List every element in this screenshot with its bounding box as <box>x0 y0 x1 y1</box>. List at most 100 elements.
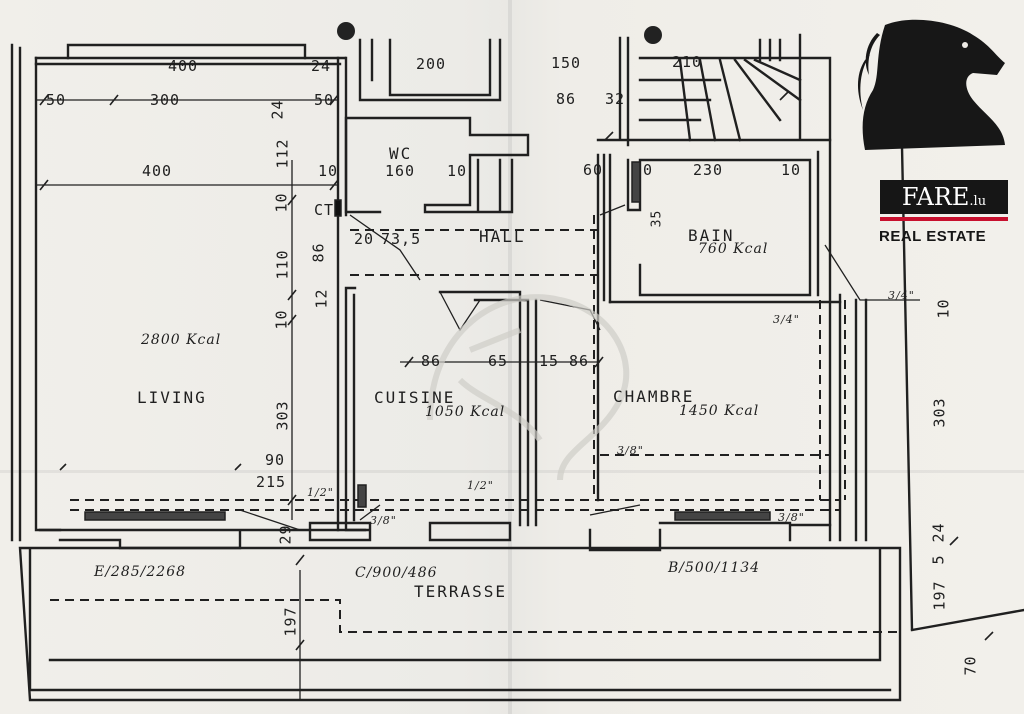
paper-fold-horizontal <box>0 470 1024 473</box>
pipe-line-4 <box>239 504 641 531</box>
window-code-living: E/285/2268 <box>94 564 187 580</box>
outer-wall-left <box>10 43 22 542</box>
window-top-living <box>66 43 307 60</box>
radiator-cuisine <box>357 484 367 508</box>
room-label-wc: WC <box>389 144 413 163</box>
dim-160: 160 <box>385 162 416 180</box>
dim-86-top: 86 <box>556 90 577 108</box>
paper-fold-vertical <box>508 0 512 714</box>
pipe-size-4: 3/8" <box>617 444 644 457</box>
pipe-size-2: 1/2" <box>467 479 494 492</box>
dim-200: 200 <box>416 55 447 73</box>
brand-name-box: FARE.lu <box>880 180 1008 214</box>
punch-hole-left <box>337 22 355 40</box>
room-label-chambre: CHAMBRE <box>613 387 695 406</box>
dim-line-horizontal-living <box>36 99 338 186</box>
dim-90: 90 <box>265 451 286 469</box>
dim-300: 300 <box>150 91 181 109</box>
dim-112: 112 <box>273 138 292 169</box>
wall-wc <box>344 116 530 214</box>
room-label-cuisine: CUISINE <box>374 388 456 407</box>
radiator-ct <box>334 199 342 217</box>
window-code-cuisine: C/900/486 <box>355 565 438 581</box>
pipe-size-6: 3/4" <box>773 313 800 326</box>
dim-400-living: 400 <box>142 162 173 180</box>
dashed-line-right <box>819 300 846 500</box>
dim-303-right: 303 <box>930 397 949 428</box>
dim-110: 110 <box>273 249 292 280</box>
pipe-line-2 <box>539 204 626 331</box>
dashed-line-bottom <box>70 499 840 511</box>
dim-86-chambre: 86 <box>569 352 590 370</box>
dashed-line-hall <box>350 229 600 276</box>
dim-86-vertical: 86 <box>309 242 328 263</box>
radiator-chambre <box>674 511 771 521</box>
wall-stairs <box>596 33 832 502</box>
dim-20: 20 <box>354 230 375 248</box>
dim-24-top: 24 <box>311 57 332 75</box>
dim-50-left: 50 <box>46 91 67 109</box>
brand-name: FARE <box>901 183 970 211</box>
dim-12: 12 <box>312 288 331 309</box>
dashed-line-chambre <box>593 215 830 500</box>
heating-living: 2800 Kcal <box>141 332 222 348</box>
wall-living-left <box>34 56 62 532</box>
dim-10-wc-right: 10 <box>447 162 468 180</box>
room-label-terrasse: TERRASSE <box>414 582 508 601</box>
pipe-size-3: 3/8" <box>370 514 397 527</box>
punch-hole-right <box>644 26 662 44</box>
dim-215: 215 <box>256 473 287 491</box>
dim-0: 0 <box>643 161 654 179</box>
dim-70: 70 <box>961 655 980 676</box>
dim-24-right: 24 <box>929 522 948 543</box>
dim-35: 35 <box>649 209 665 228</box>
dim-10-vertical-2: 10 <box>272 309 291 330</box>
outer-wall-top <box>34 56 347 66</box>
dim-10-right: 10 <box>934 298 953 319</box>
room-label-living: LIVING <box>137 388 207 407</box>
pipe-line-3 <box>824 244 920 301</box>
dim-197-left: 197 <box>281 606 300 637</box>
dim-60: 60 <box>583 161 604 179</box>
terrace-outline <box>18 546 902 702</box>
dashed-line-terrace <box>50 599 900 633</box>
watermark-horse <box>427 294 630 481</box>
dim-400-top: 400 <box>168 57 199 75</box>
wall-bottom <box>38 521 832 552</box>
dim-10-wc-left: 10 <box>318 162 339 180</box>
brand-tagline: REAL ESTATE <box>879 228 987 245</box>
stair-steps <box>638 38 802 142</box>
dim-73-5: 73,5 <box>381 230 422 248</box>
dim-210: 210 <box>672 53 703 71</box>
dim-197-right: 197 <box>930 580 949 611</box>
room-label-bain: BAIN <box>688 226 735 245</box>
dim-65: 65 <box>488 352 509 370</box>
wall-upper-top <box>358 38 502 102</box>
dim-230: 230 <box>693 161 724 179</box>
brand-accent-line <box>880 217 1008 221</box>
heating-cuisine: 1050 Kcal <box>425 404 506 420</box>
tick-marks <box>39 91 994 651</box>
pipe-size-1: 1/2" <box>307 486 334 499</box>
heating-bain: 760 Kcal <box>698 241 769 257</box>
brand-suffix: .lu <box>969 194 987 209</box>
pipe-size-7: 3/4" <box>888 289 915 302</box>
wall-bath <box>608 150 842 304</box>
dim-5: 5 <box>929 554 948 565</box>
dim-15: 15 <box>539 352 560 370</box>
radiator-living <box>84 511 226 521</box>
label-ct: CT <box>314 201 335 219</box>
dim-10-bain: 10 <box>781 161 802 179</box>
dim-29: 29 <box>276 524 295 545</box>
wall-right-outer <box>828 48 1024 632</box>
dim-24-vertical: 24 <box>268 99 287 120</box>
dim-150: 150 <box>551 54 582 72</box>
horse-logo <box>858 19 1005 150</box>
pipe-size-5: 3/8" <box>778 511 805 524</box>
room-label-hall: HALL <box>479 227 526 246</box>
dim-50-mid: 50 <box>314 91 335 109</box>
heating-chambre: 1450 Kcal <box>679 403 760 419</box>
dim-10-vertical-1: 10 <box>272 192 291 213</box>
